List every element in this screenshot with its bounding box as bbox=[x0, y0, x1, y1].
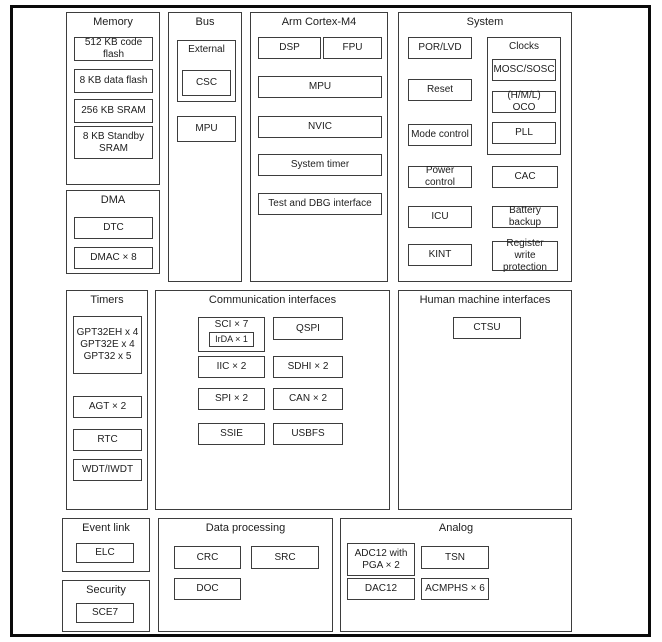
box-sci: SCI × 7 IrDA × 1 bbox=[198, 317, 265, 352]
comm-title: Communication interfaces bbox=[208, 294, 337, 306]
sci-label: SCI × 7 bbox=[214, 319, 249, 330]
box-code-flash: 512 KB code flash bbox=[74, 37, 153, 61]
box-qspi: QSPI bbox=[273, 317, 343, 340]
block-memory: Memory 512 KB code flash 8 KB data flash… bbox=[66, 12, 160, 185]
block-arm-cortex-m4: Arm Cortex-M4 DSP FPU MPU NVIC System ti… bbox=[250, 12, 388, 282]
analog-title: Analog bbox=[438, 522, 474, 534]
box-ssie: SSIE bbox=[198, 423, 265, 445]
box-icu: ICU bbox=[408, 206, 472, 228]
block-communication-interfaces: Communication interfaces SCI × 7 IrDA × … bbox=[155, 290, 390, 510]
box-power-control: Power control bbox=[408, 165, 472, 188]
block-analog: Analog ADC12 with PGA × 2 TSN DAC12 ACMP… bbox=[340, 518, 572, 632]
clocks-title: Clocks bbox=[508, 41, 539, 52]
box-sram: 256 KB SRAM bbox=[74, 99, 153, 123]
box-register-write-protection: Register write protection bbox=[492, 238, 558, 273]
box-test-dbg-interface: Test and DBG interface bbox=[258, 193, 382, 215]
system-title: System bbox=[466, 16, 504, 28]
box-mosc-sosc: MOSC/SOSC bbox=[492, 59, 556, 81]
block-security: Security SCE7 bbox=[62, 580, 150, 632]
timers-title: Timers bbox=[90, 294, 124, 306]
box-standby-sram: 8 KB Standby SRAM bbox=[74, 126, 153, 159]
box-elc: ELC bbox=[76, 543, 134, 563]
box-sdhi: SDHI × 2 bbox=[273, 356, 343, 378]
cortex-title: Arm Cortex-M4 bbox=[281, 16, 357, 28]
box-adc12-pga: ADC12 with PGA × 2 bbox=[347, 543, 415, 576]
box-dtc: DTC bbox=[74, 217, 153, 239]
box-bus-mpu: MPU bbox=[177, 116, 236, 142]
box-doc: DOC bbox=[174, 578, 241, 600]
box-usbfs: USBFS bbox=[273, 423, 343, 445]
box-system-timer: System timer bbox=[258, 154, 382, 176]
box-fpu: FPU bbox=[323, 37, 382, 59]
box-can: CAN × 2 bbox=[273, 388, 343, 410]
box-ctsu: CTSU bbox=[453, 317, 521, 339]
memory-title: Memory bbox=[93, 16, 133, 28]
box-por-lvd: POR/LVD bbox=[408, 37, 472, 59]
box-spi: SPI × 2 bbox=[198, 388, 265, 410]
box-pll: PLL bbox=[492, 122, 556, 144]
box-cortex-mpu: MPU bbox=[258, 76, 382, 98]
box-crc: CRC bbox=[174, 546, 241, 569]
box-data-flash: 8 KB data flash bbox=[74, 69, 153, 93]
box-cac: CAC bbox=[492, 166, 558, 188]
box-sce7: SCE7 bbox=[76, 603, 134, 623]
box-mode-control: Mode control bbox=[408, 124, 472, 146]
block-system: System POR/LVD Reset Mode control Power … bbox=[398, 12, 572, 282]
box-dac12: DAC12 bbox=[347, 578, 415, 600]
block-event-link: Event link ELC bbox=[62, 518, 150, 572]
block-bus: Bus External CSC MPU bbox=[168, 12, 242, 282]
block-dma: DMA DTC DMAC × 8 bbox=[66, 190, 160, 274]
block-human-machine-interfaces: Human machine interfaces CTSU bbox=[398, 290, 572, 510]
diagram-outer-border bbox=[10, 5, 651, 637]
box-csc: CSC bbox=[182, 70, 231, 96]
bus-title: Bus bbox=[195, 16, 215, 28]
block-timers: Timers GPT32EH x 4 GPT32E x 4 GPT32 x 5 … bbox=[66, 290, 148, 510]
box-gpt: GPT32EH x 4 GPT32E x 4 GPT32 x 5 bbox=[73, 316, 142, 374]
box-dsp: DSP bbox=[258, 37, 321, 59]
gpt-line-2: GPT32E x 4 bbox=[80, 339, 135, 350]
box-external-bus: External CSC bbox=[177, 40, 236, 102]
gpt-line-1: GPT32EH x 4 bbox=[76, 327, 139, 338]
box-kint: KINT bbox=[408, 244, 472, 266]
box-dmac: DMAC × 8 bbox=[74, 247, 153, 269]
box-iic: IIC × 2 bbox=[198, 356, 265, 378]
box-rtc: RTC bbox=[73, 429, 142, 451]
box-src: SRC bbox=[251, 546, 319, 569]
dma-title: DMA bbox=[100, 194, 126, 206]
block-data-processing: Data processing CRC SRC DOC bbox=[158, 518, 333, 632]
event-link-title: Event link bbox=[82, 522, 130, 534]
box-wdt-iwdt: WDT/IWDT bbox=[73, 459, 142, 481]
gpt-line-3: GPT32 x 5 bbox=[83, 351, 132, 362]
box-irda: IrDA × 1 bbox=[209, 332, 254, 347]
hmi-title: Human machine interfaces bbox=[419, 294, 551, 306]
box-agt: AGT × 2 bbox=[73, 396, 142, 418]
box-clocks: Clocks MOSC/SOSC (H/M/L) OCO PLL bbox=[487, 37, 561, 155]
box-acmphs: ACMPHS × 6 bbox=[421, 578, 489, 600]
data-processing-title: Data processing bbox=[205, 522, 286, 534]
box-battery-backup: Battery backup bbox=[492, 205, 558, 228]
external-bus-title: External bbox=[188, 44, 225, 55]
box-oco: (H/M/L) OCO bbox=[492, 90, 556, 113]
box-nvic: NVIC bbox=[258, 116, 382, 138]
box-reset: Reset bbox=[408, 79, 472, 101]
security-title: Security bbox=[86, 584, 126, 596]
box-tsn: TSN bbox=[421, 546, 489, 569]
